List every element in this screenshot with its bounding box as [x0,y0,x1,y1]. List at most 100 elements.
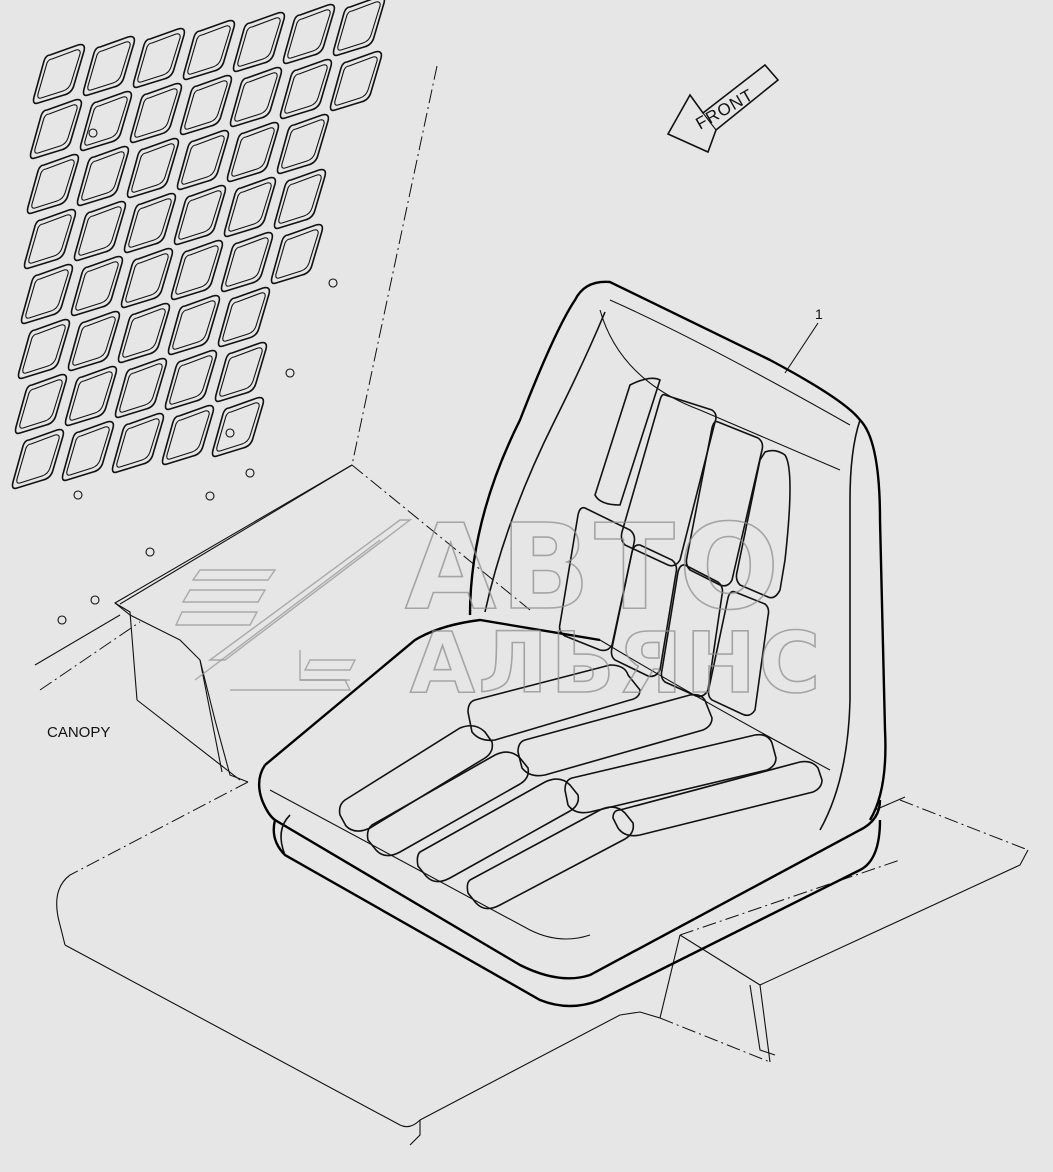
mesh-cell [70,255,124,317]
mesh-cell-inner [222,292,266,342]
mesh-cell [14,373,68,435]
mesh-cell [220,231,274,293]
mesh-cell [279,58,333,120]
mesh-cell-inner [337,1,381,51]
mesh-cell [76,145,130,207]
mesh-cell-inner [175,245,219,295]
mesh-cell [73,200,127,262]
watermark-text-line2: АЛЬЯНС [410,614,823,712]
mesh-cell [270,223,324,285]
mesh-cell-inner [87,41,131,91]
mesh-cell [64,365,118,427]
mesh-cell [67,310,121,372]
mesh-cell [214,341,268,403]
mesh-cell-inner [181,135,225,185]
mesh-cell-inner [81,151,125,201]
mesh-cell-inner [84,96,128,146]
mesh-cell [114,357,168,419]
mesh-cell [232,11,286,73]
mesh-cell [20,263,74,325]
canopy-floor-plate [34,464,1029,1146]
mesh-cell-inner [25,269,69,319]
mesh-cell [26,153,80,215]
mesh-cell [182,19,236,81]
mesh-cell-inner [119,363,163,413]
mesh-cell-inner [116,418,160,468]
mesh-cell-inner [219,347,263,397]
mesh-cell [167,294,221,356]
mesh-cell [111,412,165,474]
mesh-cell [211,396,265,458]
canopy-rear-wall [57,65,438,625]
mesh-cell [32,43,86,105]
mesh-cell-inner [37,49,81,99]
mesh-cell [179,74,233,136]
watermark-logo [174,519,413,691]
mesh-cell [120,247,174,309]
mesh-cell-inner [169,355,213,405]
mesh-cell-inner [137,33,181,83]
mesh-cell [117,302,171,364]
mesh-cell [161,404,215,466]
mesh-cell-inner [216,402,260,452]
watermark-text-line1: АВТО [405,498,783,636]
mesh-cell [132,27,186,89]
mesh-cell [129,82,183,144]
mesh-cell-inner [187,25,231,75]
mesh-cell-inner [278,174,322,224]
mesh-cell [61,420,115,482]
mesh-cell-inner [184,80,228,130]
front-label: FRONT [693,85,758,133]
mesh-cell-inner [166,410,210,460]
mesh-cell-inner [231,127,275,177]
callout-number-1: 1 [815,306,823,322]
mesh-cell [23,208,77,270]
mesh-cell [170,239,224,301]
mesh-cell-inner [131,143,175,193]
mesh-cell-inner [281,119,325,169]
mesh-cell [123,192,177,254]
mesh-cell-inner [72,316,116,366]
mesh-cell [126,137,180,199]
callout-part-1: 1 [784,306,823,374]
mesh-cell-inner [69,371,113,421]
operator-seat [257,280,887,1008]
mesh-cell [11,428,65,490]
mesh-cell [29,98,83,160]
mesh-cell-inner [284,64,328,114]
mesh-cell [273,168,327,230]
mesh-cell [82,35,136,97]
mesh-cell-inner [287,9,331,59]
canopy-mesh-panel [11,0,386,490]
mesh-cell-inner [172,300,216,350]
mesh-cell-inner [31,159,75,209]
canopy-label: CANOPY [47,724,110,741]
mesh-cell-inner [228,182,272,232]
mesh-cell-inner [19,379,63,429]
mesh-cell-inner [16,434,60,484]
mesh-cell-inner [122,308,166,358]
mesh-cell [329,50,383,112]
mesh-cell-inner [237,17,281,67]
mesh-cell-inner [28,214,72,264]
mesh-cell-inner [128,198,172,248]
mesh-cell-inner [22,324,66,374]
mesh-cell [164,349,218,411]
mesh-cell [217,286,271,348]
mesh-cell-inner [275,229,319,279]
mesh-cell-inner [225,237,269,287]
mesh-cell-inner [66,426,110,476]
mesh-cell-inner [334,56,378,106]
mesh-cell [332,0,386,57]
mesh-cell-inner [125,253,169,303]
front-direction-arrow: FRONT [666,63,780,154]
mesh-cell [17,318,71,380]
mesh-cell-inner [234,72,278,122]
mesh-cell [229,66,283,128]
mesh-cell [176,129,230,191]
mesh-cell-inner [134,88,178,138]
mesh-cell-inner [34,104,78,154]
mesh-cell [226,121,280,183]
